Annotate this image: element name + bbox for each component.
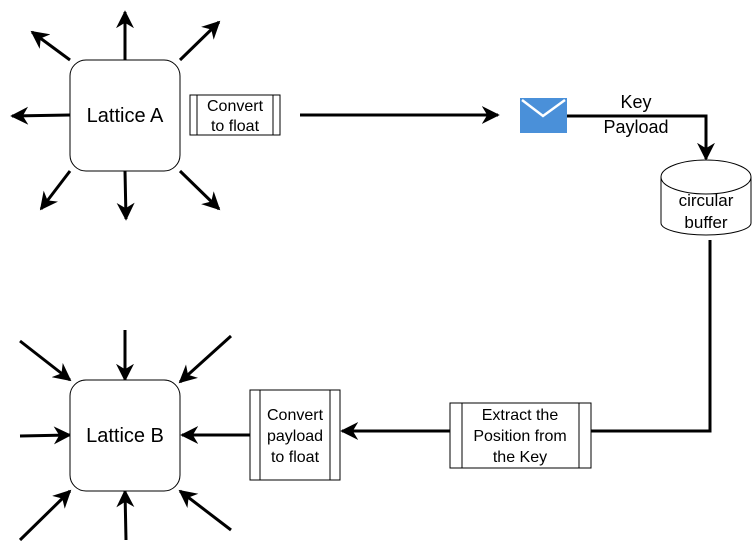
lattice-a-node: Lattice A [69,59,181,172]
lattice-b-label: Lattice B [86,425,164,447]
arrow-b-bottom-right [178,489,232,532]
arrow-a-down [116,170,135,221]
lattice-a-label: Lattice A [87,105,164,127]
arrow-b-left [19,426,72,445]
arrow-a-down-right [178,169,221,211]
arrow-a-left [10,106,71,125]
lattice-a-outgoing-arrows [10,10,221,221]
arrow-b-top-right [178,334,233,384]
arrow-b-bottom-left [18,489,72,542]
arrow-b-bottom [116,489,135,541]
lattice-b-incoming-arrows [18,330,233,542]
message-payload-label: Payload [603,117,668,137]
message-key-label: Key [620,92,651,112]
arrow-b-top-left [19,339,72,382]
circular-buffer-line-1: circular [679,191,734,210]
arrow-a-up-left [30,30,71,62]
convert-to-float-line-1: Convert [207,98,264,115]
extract-position-process: Extract the Position from the Key [449,402,592,469]
convert-payload-process: Convert payload to float [249,389,341,481]
circular-buffer-line-2: buffer [684,213,728,232]
convert-to-float-line-2: to float [211,118,260,135]
circular-buffer-cylinder: circular buffer [660,159,752,236]
arrow-buffer-to-extract [591,240,712,433]
convert-payload-line-3: to float [271,449,320,466]
extract-position-line-1: Extract the [482,407,559,424]
arrow-a-up-right [178,20,221,62]
envelope-icon [520,98,567,133]
convert-to-float-process: Convert to float [189,94,281,136]
arrow-a-down-left [39,170,72,211]
convert-payload-line-2: payload [267,428,323,445]
lattice-b-node: Lattice B [69,379,181,492]
extract-position-line-3: the Key [493,449,547,466]
arrow-to-buffer [567,114,715,161]
convert-payload-line-1: Convert [267,407,324,424]
extract-position-line-2: Position from [473,428,566,445]
